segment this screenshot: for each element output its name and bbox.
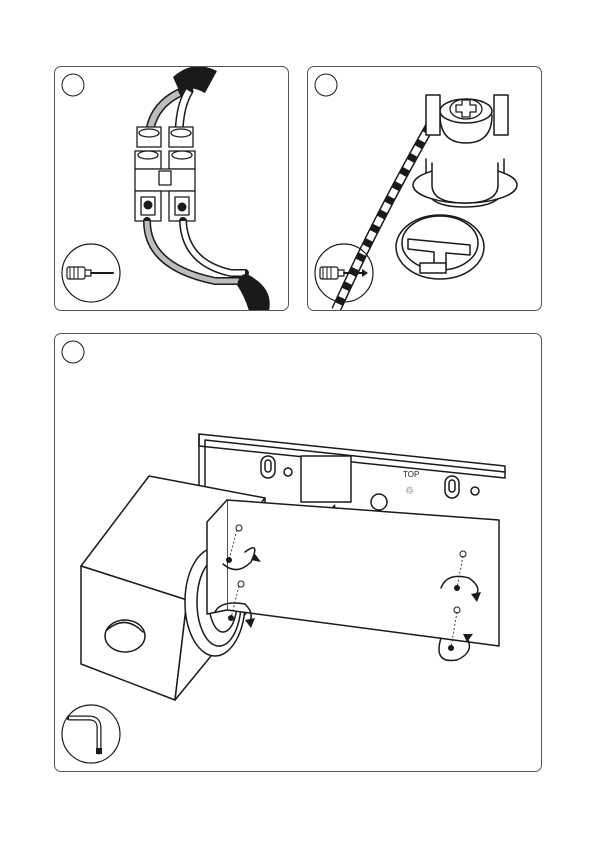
cable-entry-hole [105,620,145,652]
terminal-screw-left [144,201,153,210]
top-marking: TOP [403,470,419,479]
step-number-circle [62,74,84,96]
mounting-illustration: TOP ♲ [55,334,541,771]
recycle-icon: ♲ [405,486,414,497]
cable-sheath-bottom-icon [237,274,270,310]
hole-left [284,468,292,476]
phillips-screwdriver-icon [62,244,120,302]
cable-gland-illustration [308,67,541,310]
step-number-circle [315,74,337,96]
terminal-screw-right [178,203,187,212]
terminal-block-illustration [55,67,288,310]
step-1-panel [54,66,289,311]
gland-screw-head [450,99,482,119]
hole-right [471,487,479,495]
step-number-circle [62,341,84,363]
allen-key-icon [62,705,120,763]
gland-seal-disk [396,215,484,279]
step-3-panel: TOP ♲ [54,333,542,772]
white-wire-out [183,221,245,273]
step-2-panel [307,66,542,311]
